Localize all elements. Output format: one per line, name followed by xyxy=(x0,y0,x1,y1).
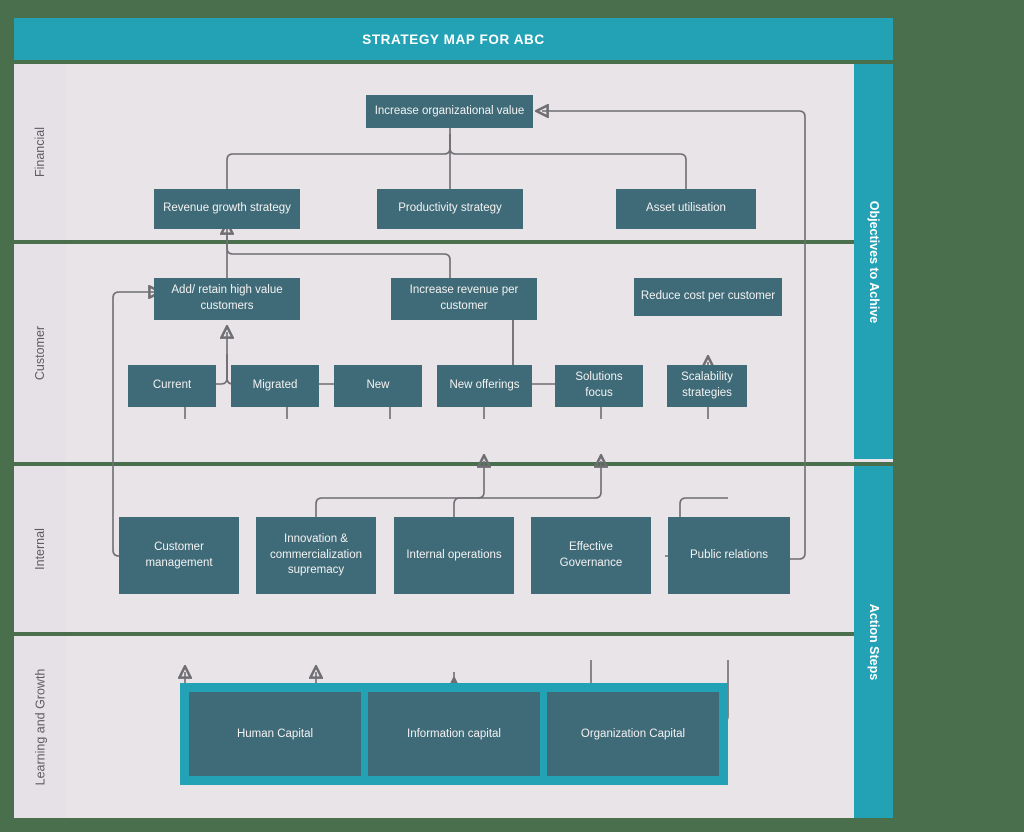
lane-label-customer: Customer xyxy=(14,244,66,462)
page-title: STRATEGY MAP FOR ABC xyxy=(14,18,893,60)
node-solutions-focus[interactable]: Solutions focus xyxy=(555,365,643,407)
node-increase-organizational-value[interactable]: Increase organizational value xyxy=(366,95,533,128)
learning-growth-container: Human Capital Information capital Organi… xyxy=(180,683,728,785)
node-information-capital[interactable]: Information capital xyxy=(368,692,540,776)
strategy-map-board: Financial Customer Internal Learning and… xyxy=(14,64,893,818)
node-migrated[interactable]: Migrated xyxy=(231,365,319,407)
node-add-retain-high-value-customers[interactable]: Add/ retain high value customers xyxy=(154,278,300,320)
node-scalability-strategies[interactable]: Scalability strategies xyxy=(667,365,747,407)
node-effective-governance[interactable]: Effective Governance xyxy=(531,517,651,594)
node-public-relations[interactable]: Public relations xyxy=(668,517,790,594)
rail-objectives: Objectives to Achive xyxy=(854,64,893,459)
node-productivity-strategy[interactable]: Productivity strategy xyxy=(377,189,523,229)
lane-label-financial: Financial xyxy=(14,64,66,240)
rail-action-steps: Action Steps xyxy=(854,466,893,818)
lane-label-learning: Learning and Growth xyxy=(14,636,66,818)
node-asset-utilisation[interactable]: Asset utilisation xyxy=(616,189,756,229)
node-new[interactable]: New xyxy=(334,365,422,407)
node-increase-revenue-per-customer[interactable]: Increase revenue per customer xyxy=(391,278,537,320)
node-reduce-cost-per-customer[interactable]: Reduce cost per customer xyxy=(634,278,782,316)
node-current[interactable]: Current xyxy=(128,365,216,407)
node-customer-management[interactable]: Customer management xyxy=(119,517,239,594)
node-human-capital[interactable]: Human Capital xyxy=(189,692,361,776)
node-revenue-growth-strategy[interactable]: Revenue growth strategy xyxy=(154,189,300,229)
node-new-offerings[interactable]: New offerings xyxy=(437,365,532,407)
node-internal-operations[interactable]: Internal operations xyxy=(394,517,514,594)
lane-label-internal: Internal xyxy=(14,466,66,632)
node-organization-capital[interactable]: Organization Capital xyxy=(547,692,719,776)
node-innovation-commercialization-supremacy[interactable]: Innovation & commercialization supremacy xyxy=(256,517,376,594)
page-title-text: STRATEGY MAP FOR ABC xyxy=(362,31,545,47)
